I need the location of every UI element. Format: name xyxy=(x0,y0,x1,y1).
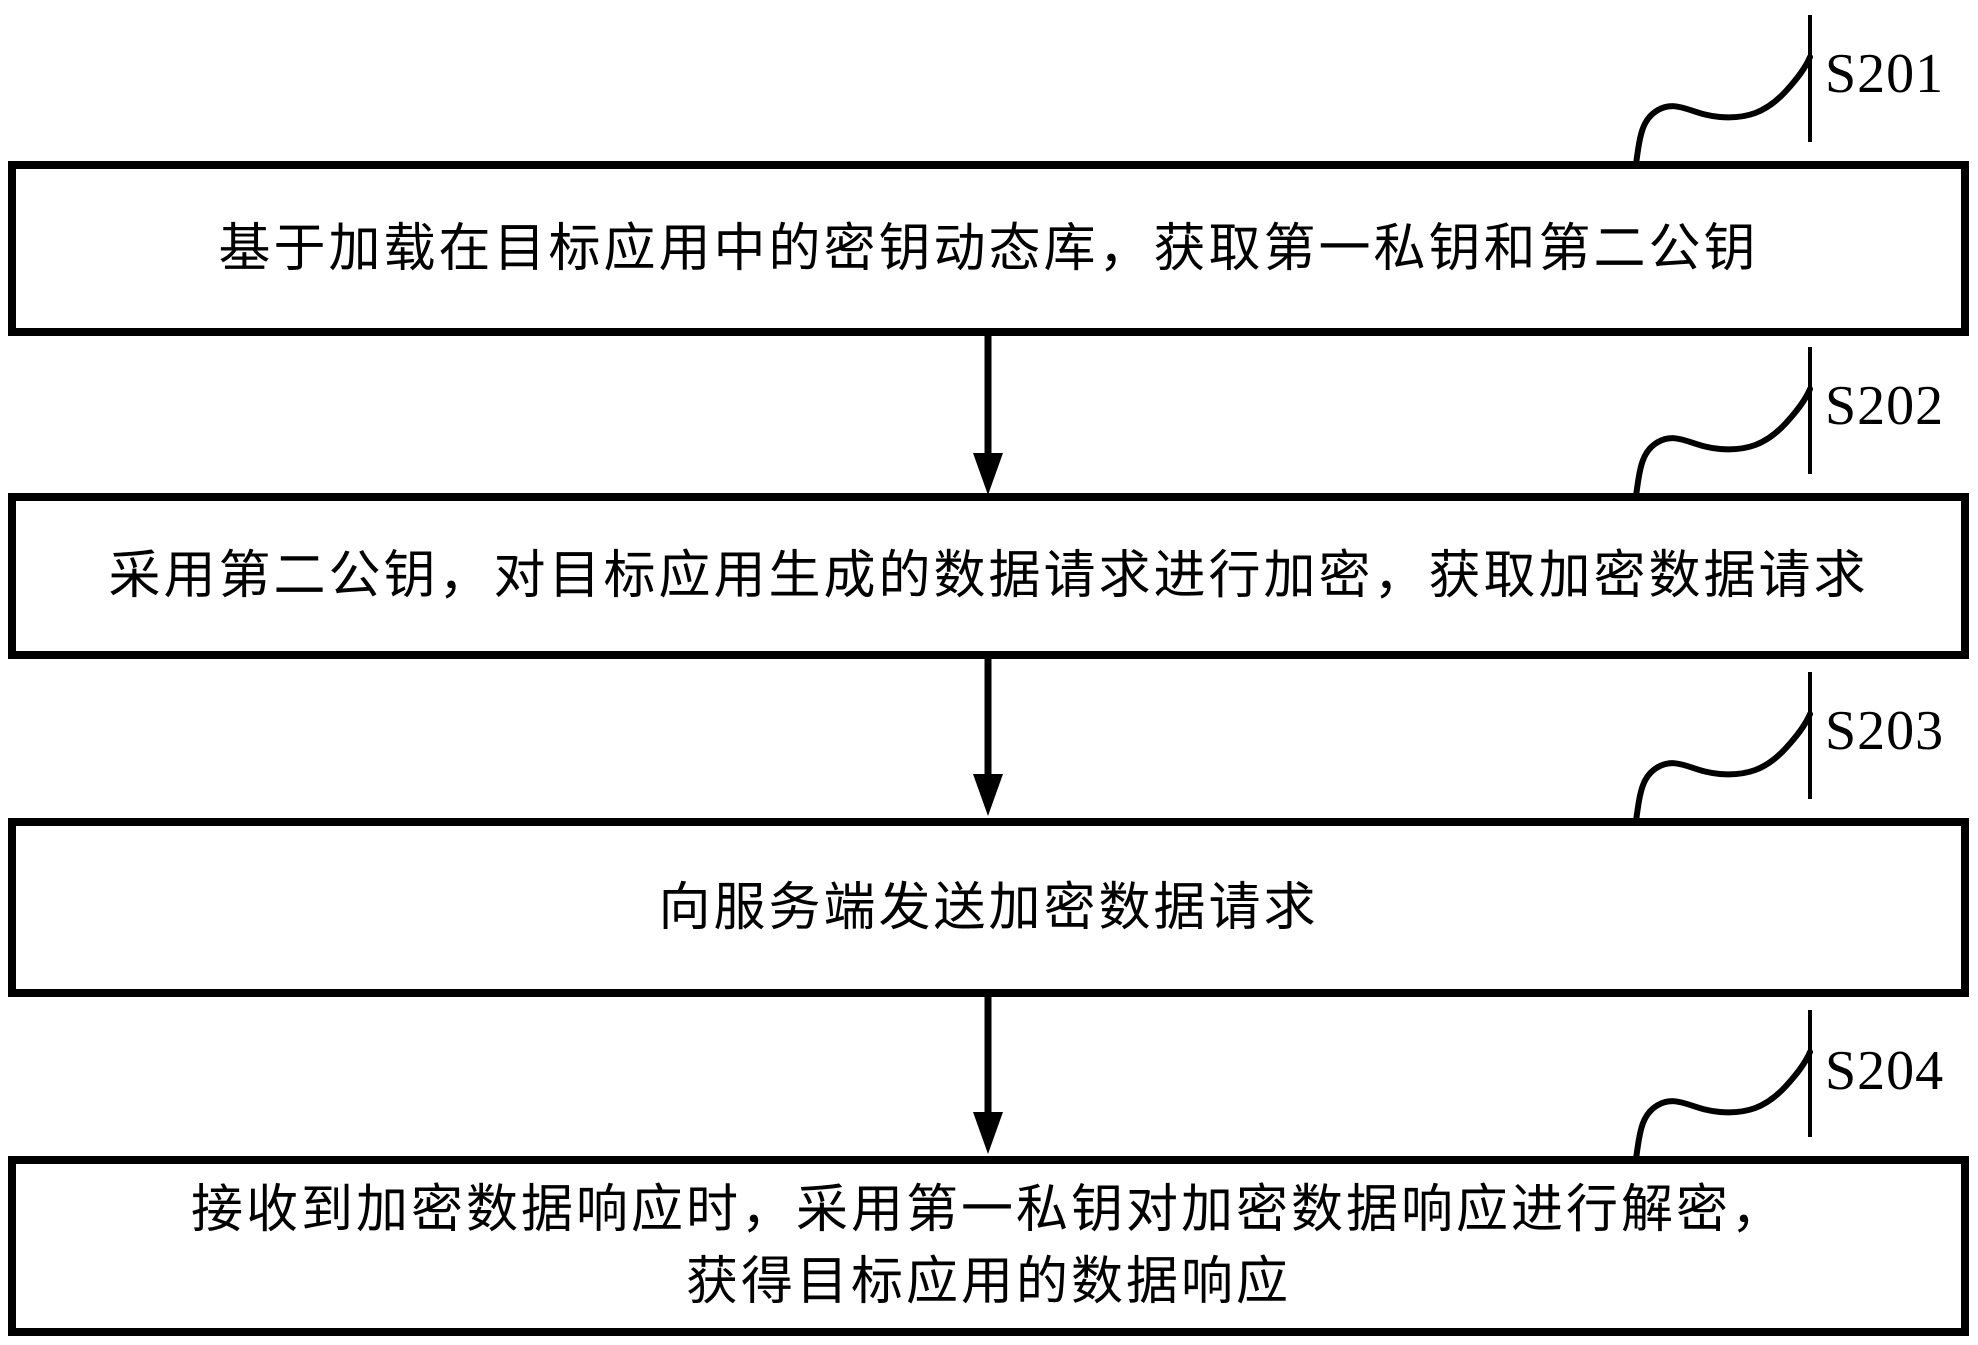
down-arrow-icon xyxy=(973,336,1003,495)
leader-curve-s202 xyxy=(1633,347,1813,499)
step-label-s204: S204 xyxy=(1825,1040,1945,1102)
flow-box-s204-text: 接收到加密数据响应时，采用第一私钥对加密数据响应进行解密， 获得目标应用的数据响… xyxy=(190,1180,1786,1312)
down-arrow-icon xyxy=(973,997,1003,1154)
step-label-s202: S202 xyxy=(1825,375,1945,437)
flow-box-s203: 向服务端发送加密数据请求 xyxy=(8,818,1969,997)
step-label-s203: S203 xyxy=(1825,700,1945,762)
flow-box-s201-text: 基于加载在目标应用中的密钥动态库，获取第一私钥和第二公钥 xyxy=(218,218,1759,279)
flow-box-s201: 基于加载在目标应用中的密钥动态库，获取第一私钥和第二公钥 xyxy=(8,161,1969,336)
flow-box-s202: 采用第二公钥，对目标应用生成的数据请求进行加密，获取加密数据请求 xyxy=(8,493,1969,659)
flow-box-s202-text: 采用第二公钥，对目标应用生成的数据请求进行加密，获取加密数据请求 xyxy=(108,546,1869,606)
leader-curve-s204 xyxy=(1633,1010,1813,1162)
step-label-s201: S201 xyxy=(1825,43,1945,105)
leader-curve-s203 xyxy=(1633,672,1813,824)
leader-curve-s201 xyxy=(1633,15,1813,167)
flow-box-s203-text: 向服务端发送加密数据请求 xyxy=(658,877,1319,938)
down-arrow-icon xyxy=(973,659,1003,816)
flow-box-s204: 接收到加密数据响应时，采用第一私钥对加密数据响应进行解密， 获得目标应用的数据响… xyxy=(8,1156,1969,1336)
